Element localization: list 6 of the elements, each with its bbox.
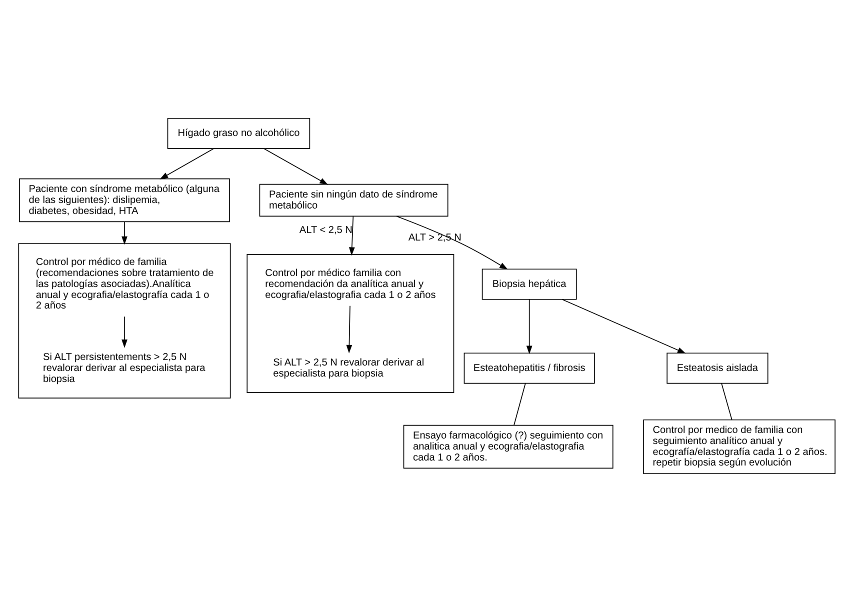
edge-label: ALT > 2,5 N <box>408 232 462 244</box>
node-text: Control por médico de familia (recomendaciones sobre tratamiento de las patologías asociadas).Analítica anual y ecografia/elastografía cada 1 o 2 años <box>36 257 214 312</box>
edge-label: ALT < 2,5 N <box>299 224 352 236</box>
node-text: Control por médico familia con recomendación da analítica anual y ecografia/elastografia cada 1 o 2 años <box>265 268 436 301</box>
node-text: Si ALT > 2,5 N revalorar derivar al especialista para biopsia <box>273 357 424 380</box>
node-text: Si ALT persistentements > 2,5 N revalorar derivar al especialista para biopsia <box>43 352 206 385</box>
